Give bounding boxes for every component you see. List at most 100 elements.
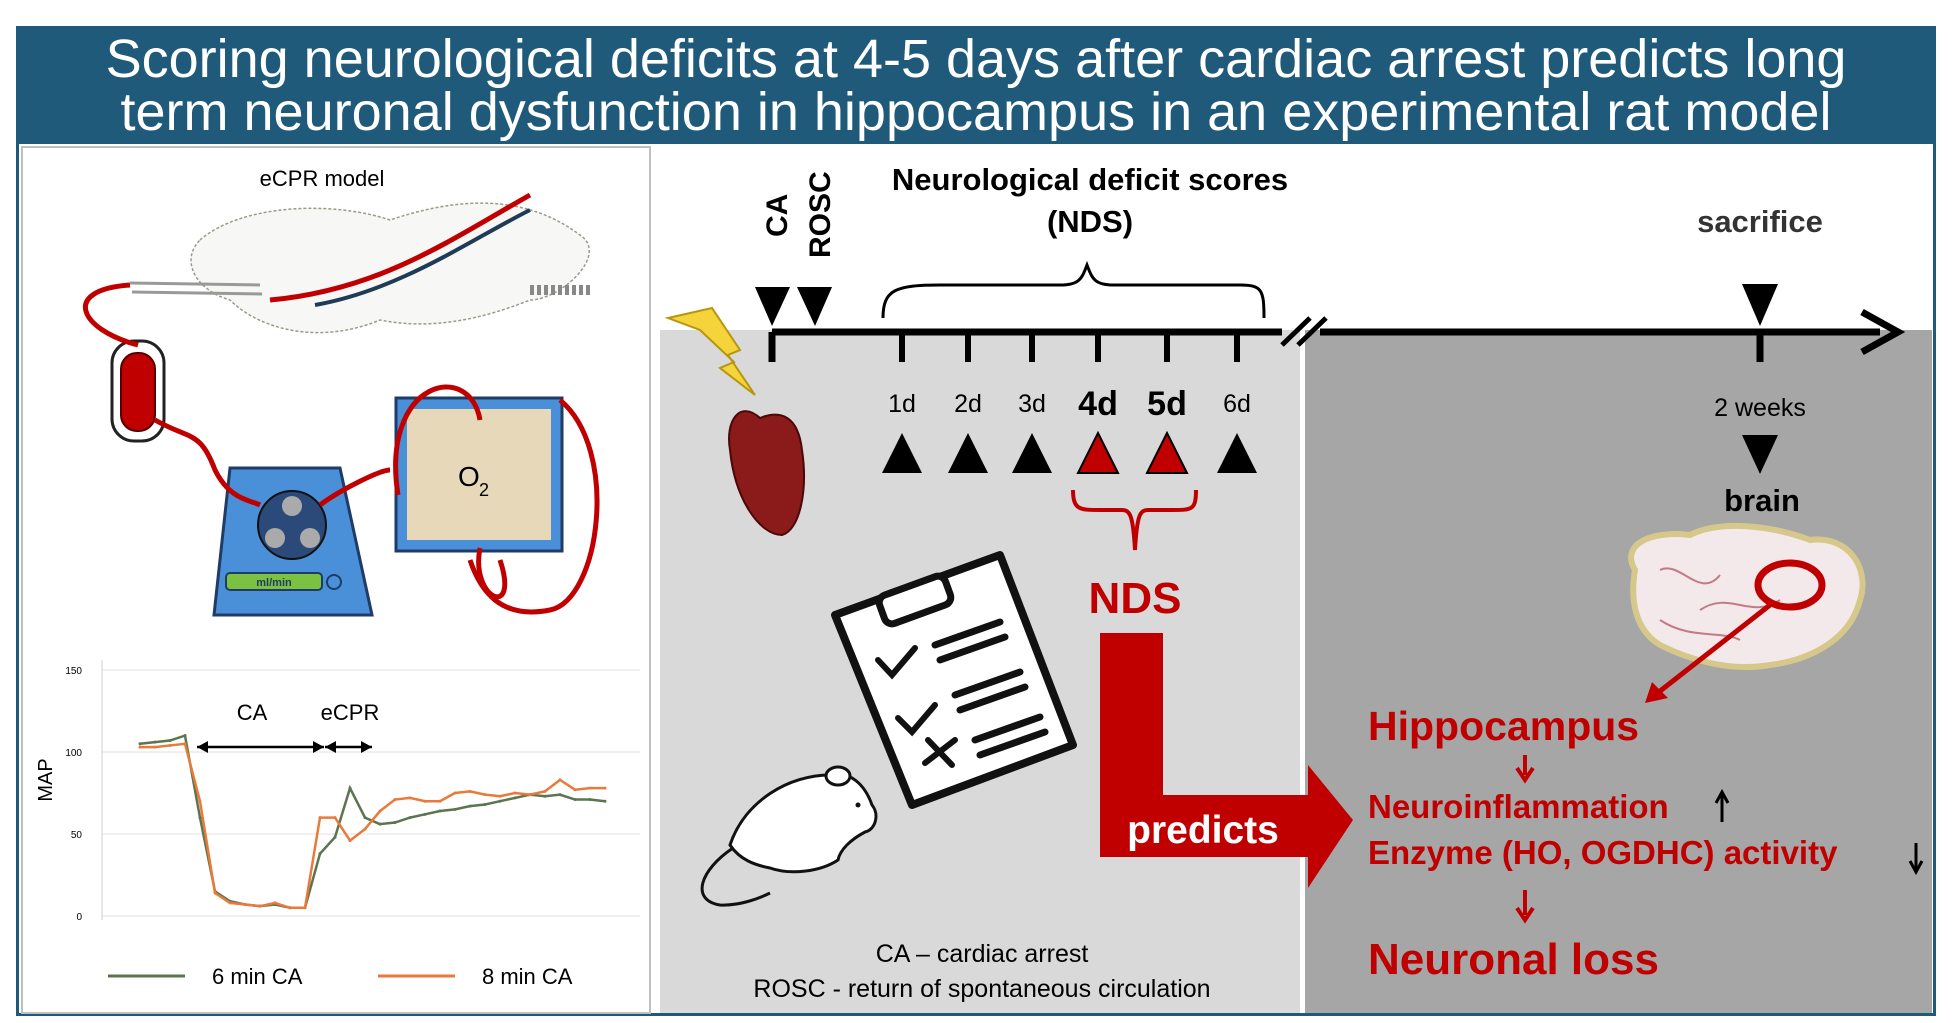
series-1-point bbox=[138, 742, 142, 746]
pump-roller-2 bbox=[265, 528, 285, 548]
nds-label: NDS bbox=[1089, 574, 1182, 623]
increase-arrow-icon bbox=[1714, 788, 1730, 822]
return-tubing bbox=[467, 398, 600, 615]
series-2-point bbox=[303, 906, 307, 910]
chart-marks bbox=[138, 733, 607, 910]
down-arrow-2 bbox=[1515, 890, 1535, 924]
series-2-point bbox=[453, 791, 457, 795]
series-1-point bbox=[333, 835, 337, 839]
day-1-label: 1d bbox=[888, 390, 916, 418]
nds-header: Neurological deficit scores bbox=[892, 162, 1288, 197]
legend-rosc: ROSC - return of spontaneous circulation bbox=[753, 975, 1210, 1003]
timeline-arrowhead bbox=[1860, 308, 1906, 356]
day-5-label: 5d bbox=[1147, 385, 1187, 423]
brain-label: brain bbox=[1724, 483, 1800, 518]
series-1-point bbox=[498, 799, 502, 803]
rosc-marker bbox=[797, 287, 832, 326]
ca-annotation: CA bbox=[237, 700, 268, 725]
series-1-point bbox=[603, 799, 607, 803]
series-1-point bbox=[453, 807, 457, 811]
axis-break-2 bbox=[1296, 316, 1328, 347]
series-1-point bbox=[318, 852, 322, 856]
catheter-lines bbox=[129, 281, 263, 296]
hippocampus-label: Hippocampus bbox=[1368, 703, 1639, 749]
rosc-label: ROSC bbox=[804, 171, 837, 258]
series-2-point bbox=[183, 742, 187, 746]
series-2-point bbox=[483, 793, 487, 797]
series-2-point bbox=[513, 791, 517, 795]
series-1-point bbox=[543, 794, 547, 798]
timeline-panel-late bbox=[1305, 330, 1932, 1013]
enzyme-label: Enzyme (HO, OGDHC) activity bbox=[1368, 834, 1838, 871]
series-2-point bbox=[243, 903, 247, 907]
series-1-point bbox=[408, 816, 412, 820]
series-1-point bbox=[438, 809, 442, 813]
series-2-point bbox=[378, 809, 382, 813]
two-weeks-label: 2 weeks bbox=[1714, 394, 1806, 422]
highlight-brace bbox=[1071, 489, 1198, 551]
series-2-point bbox=[408, 796, 412, 800]
rat-icon bbox=[700, 765, 878, 907]
series-2-point bbox=[198, 799, 202, 803]
neuroinflammation-label: Neuroinflammation bbox=[1368, 788, 1669, 825]
series-1-point bbox=[153, 740, 157, 744]
series-1-point bbox=[363, 816, 367, 820]
series-2-point bbox=[588, 786, 592, 790]
series-2-point bbox=[498, 794, 502, 798]
venous-line bbox=[314, 208, 531, 307]
y-axis-label: MAP bbox=[35, 758, 57, 801]
series-2-point bbox=[228, 901, 232, 905]
series-1-point bbox=[423, 812, 427, 816]
clipboard-icon bbox=[831, 551, 1077, 809]
day-6-marker bbox=[1217, 433, 1257, 473]
day-2-label: 2d bbox=[954, 390, 982, 418]
ecpr-model-title: eCPR model bbox=[260, 166, 385, 191]
series-2-point bbox=[153, 745, 157, 749]
pump-display bbox=[225, 572, 323, 591]
oxygenator-label: O bbox=[458, 461, 480, 492]
series-1-point bbox=[483, 802, 487, 806]
timeline bbox=[755, 260, 1906, 551]
series-2-point bbox=[528, 793, 532, 797]
y-tick-100: 100 bbox=[65, 748, 82, 759]
day-1-marker bbox=[882, 433, 922, 473]
series-2-point bbox=[213, 891, 217, 895]
day-4-marker bbox=[1076, 430, 1120, 474]
ecpr-span-arrowheads bbox=[325, 741, 372, 753]
lightning-icon bbox=[664, 306, 756, 396]
neuronal-loss-label: Neuronal loss bbox=[1368, 935, 1659, 984]
series-1-point bbox=[393, 821, 397, 825]
down-arrow-1 bbox=[1515, 755, 1535, 784]
series-2-point bbox=[168, 743, 172, 747]
pump-knob bbox=[326, 574, 342, 590]
legend-label-6min: 6 min CA bbox=[212, 964, 303, 989]
ca-label: CA bbox=[761, 194, 794, 237]
series-2-point bbox=[363, 827, 367, 831]
map-chart: 150 100 50 0 MAP CA eCPR 6 min CA 8 min … bbox=[35, 660, 640, 989]
blood-tubing bbox=[83, 282, 508, 600]
sacrifice-label: sacrifice bbox=[1697, 204, 1823, 239]
day-4-label: 4d bbox=[1078, 385, 1118, 423]
predicts-label: predicts bbox=[1127, 809, 1279, 852]
series-2-point bbox=[558, 778, 562, 782]
series-2-point bbox=[468, 789, 472, 793]
series-2-point bbox=[318, 816, 322, 820]
pump-roller-1 bbox=[282, 496, 302, 516]
brain-icon bbox=[1628, 522, 1866, 703]
series-1-point bbox=[348, 786, 352, 790]
series-2-point bbox=[423, 799, 427, 803]
series-2-point bbox=[333, 816, 337, 820]
oxygenator-subscript: 2 bbox=[479, 480, 489, 500]
y-tick-0: 0 bbox=[76, 912, 82, 923]
series-line-2 bbox=[140, 742, 605, 910]
arterial-line bbox=[269, 192, 532, 303]
series-2-point bbox=[438, 799, 442, 803]
series-2-point bbox=[393, 798, 397, 802]
day-5-marker bbox=[1145, 430, 1189, 474]
day-2-marker bbox=[948, 433, 988, 473]
legend-ca: CA – cardiac arrest bbox=[876, 940, 1089, 968]
axis-break-1 bbox=[1280, 316, 1312, 347]
series-2-point bbox=[138, 745, 142, 749]
series-2-point bbox=[603, 786, 607, 790]
